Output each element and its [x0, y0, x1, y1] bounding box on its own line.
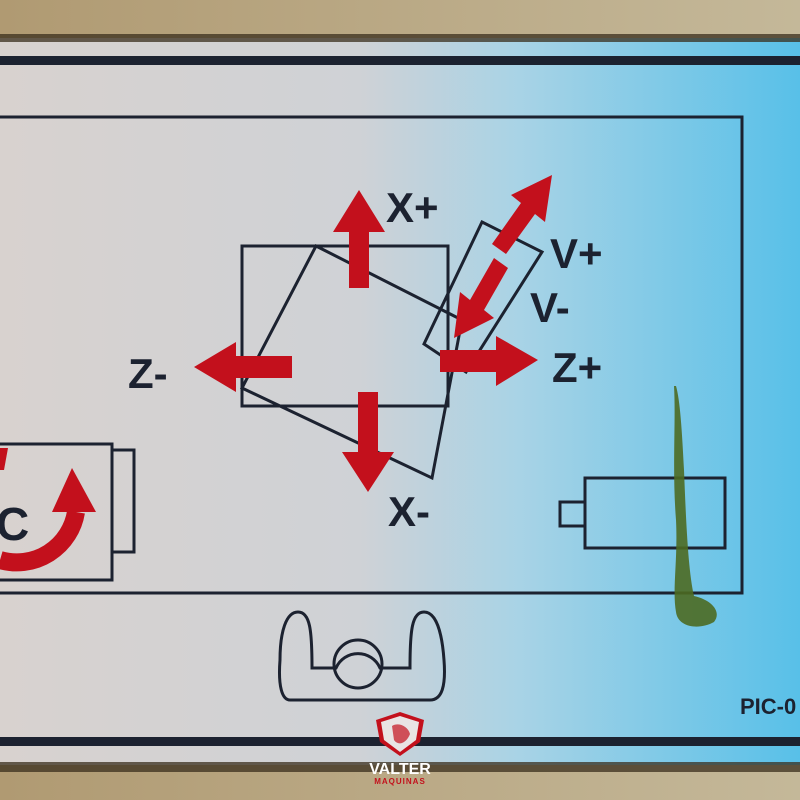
rust-edge-top [0, 34, 800, 42]
c-rotation-arc-icon [0, 510, 85, 572]
stain-drip [674, 386, 717, 627]
v-plus-arrow-icon [492, 175, 552, 254]
x-minus-label: X- [388, 488, 430, 535]
plate-code-label: PIC-0 [740, 694, 796, 719]
watermark-subtitle: MAQUINAS [374, 777, 426, 786]
z-minus-arrow-icon [194, 342, 292, 392]
c-rotation-arrowhead-icon [52, 468, 96, 512]
z-plus-arrow-icon [440, 336, 538, 386]
rotated-square [239, 243, 464, 481]
tailstock-quill [558, 500, 587, 528]
v-minus-arrow-icon [454, 258, 508, 338]
watermark-brand: VALTER [369, 761, 431, 778]
bed-square [240, 244, 450, 408]
chuck-jaw-symbol [278, 610, 446, 702]
x-minus-arrow-icon [342, 392, 394, 492]
rust-edge-bottom [0, 762, 800, 772]
c-rotation-tail-icon [0, 448, 8, 470]
inner-frame [0, 115, 744, 595]
z-minus-label: Z- [128, 350, 168, 397]
watermark-logo: VALTER MAQUINAS [369, 712, 431, 786]
top-border-stripe [0, 56, 800, 65]
v-plus-label: V+ [550, 230, 603, 277]
metal-plate [0, 38, 800, 765]
x-plus-label: X+ [386, 184, 439, 231]
chuck-center-circle [332, 638, 384, 690]
z-plus-label: Z+ [552, 344, 602, 391]
x-plus-arrow-icon [333, 190, 385, 288]
v-minus-label: V- [530, 284, 570, 331]
c-axis-label: C [0, 498, 29, 550]
spindle-nose [110, 448, 136, 554]
